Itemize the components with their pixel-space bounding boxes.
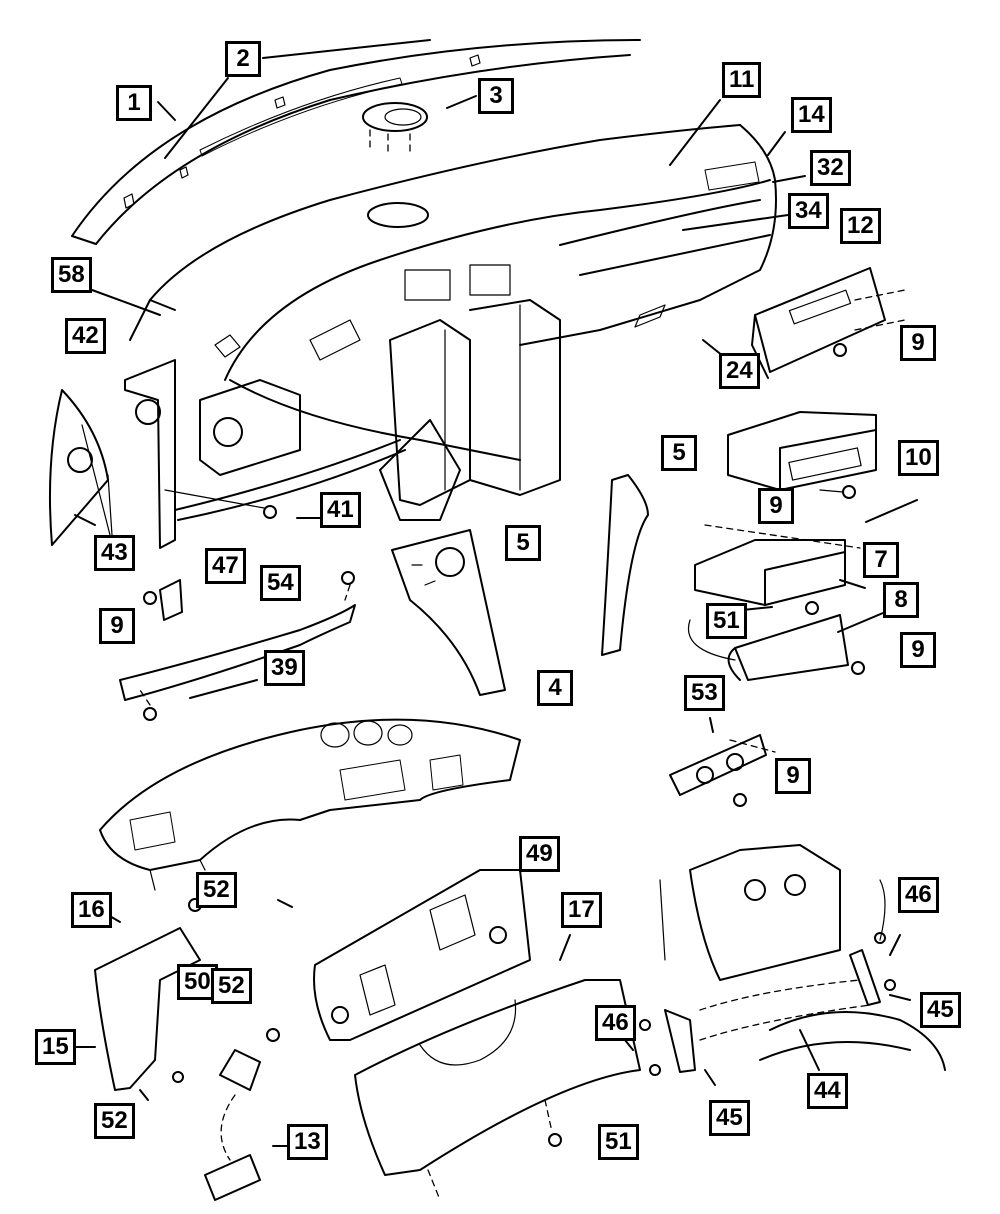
callout-24[interactable]: 24	[719, 353, 760, 389]
callout-9[interactable]: 9	[900, 325, 936, 361]
callout-44[interactable]: 44	[807, 1073, 848, 1109]
end-cap	[48, 389, 113, 546]
callout-3[interactable]: 3	[478, 78, 514, 114]
callout-9[interactable]: 9	[900, 632, 936, 668]
callout-1[interactable]: 1	[116, 85, 152, 121]
callout-51[interactable]: 9	[99, 608, 135, 644]
callout-7[interactable]: 7	[863, 542, 899, 578]
dashboard-frame	[124, 299, 561, 549]
callout-52[interactable]: 52	[94, 1103, 135, 1139]
callout-5[interactable]: 5	[505, 525, 541, 561]
callout-17[interactable]: 17	[561, 892, 602, 928]
knee-bolster-left	[94, 927, 201, 1091]
callout-54[interactable]: 54	[260, 565, 301, 601]
callout-14[interactable]: 14	[791, 97, 832, 133]
cross-bar	[119, 571, 356, 721]
defroster-panel	[71, 39, 641, 245]
callout-15[interactable]: 15	[35, 1029, 76, 1065]
switch-bezel	[669, 734, 776, 807]
callout-9[interactable]: 51	[706, 603, 747, 639]
console-assembly	[639, 844, 946, 1076]
callout-49[interactable]: 49	[519, 836, 560, 872]
cd-unit	[694, 524, 861, 615]
knee-bolster-center	[313, 869, 531, 1041]
callout-9[interactable]: 9	[775, 758, 811, 794]
callout-43[interactable]: 43	[94, 535, 135, 571]
callout-47[interactable]: 47	[205, 548, 246, 584]
radio-unit	[727, 411, 877, 499]
callout-39[interactable]: 39	[264, 650, 305, 686]
callout-11[interactable]: 11	[722, 62, 762, 98]
callout-13[interactable]: 13	[287, 1124, 328, 1160]
center-bezel-strip	[601, 474, 649, 656]
center-bezel-left	[391, 529, 506, 696]
callout-52[interactable]: 52	[211, 968, 252, 1004]
dashboard-main	[129, 124, 777, 461]
callout-46[interactable]: 46	[595, 1005, 636, 1041]
callout-51[interactable]: 51	[598, 1124, 639, 1160]
callout-52[interactable]: 52	[196, 872, 237, 908]
callout-46[interactable]: 46	[898, 877, 939, 913]
callout-34[interactable]: 34	[788, 193, 829, 229]
callout-5[interactable]: 5	[661, 435, 697, 471]
glove-box-latch	[204, 1028, 280, 1201]
callout-8[interactable]: 8	[883, 582, 919, 618]
callout-12[interactable]: 12	[840, 208, 881, 244]
callout-42[interactable]: 42	[65, 318, 106, 354]
callout-58[interactable]: 58	[51, 257, 92, 293]
callout-45[interactable]: 45	[920, 992, 961, 1028]
callout-53[interactable]: 53	[684, 675, 725, 711]
callout-10[interactable]: 10	[898, 440, 939, 476]
leader-lines	[74, 39, 918, 1147]
callout-41[interactable]: 41	[320, 492, 361, 528]
callout-4[interactable]: 4	[537, 670, 573, 706]
cluster-bezel	[99, 718, 521, 912]
callout-16[interactable]: 16	[71, 892, 112, 928]
callout-45[interactable]: 45	[709, 1100, 750, 1136]
callout-32[interactable]: 32	[810, 150, 851, 186]
callout-9[interactable]: 9	[758, 488, 794, 524]
bezel-unit	[687, 614, 865, 681]
callout-2[interactable]: 2	[225, 41, 261, 77]
climate-control-module	[751, 267, 906, 379]
speaker-cover	[362, 102, 428, 157]
glove-box-door	[354, 979, 641, 1201]
